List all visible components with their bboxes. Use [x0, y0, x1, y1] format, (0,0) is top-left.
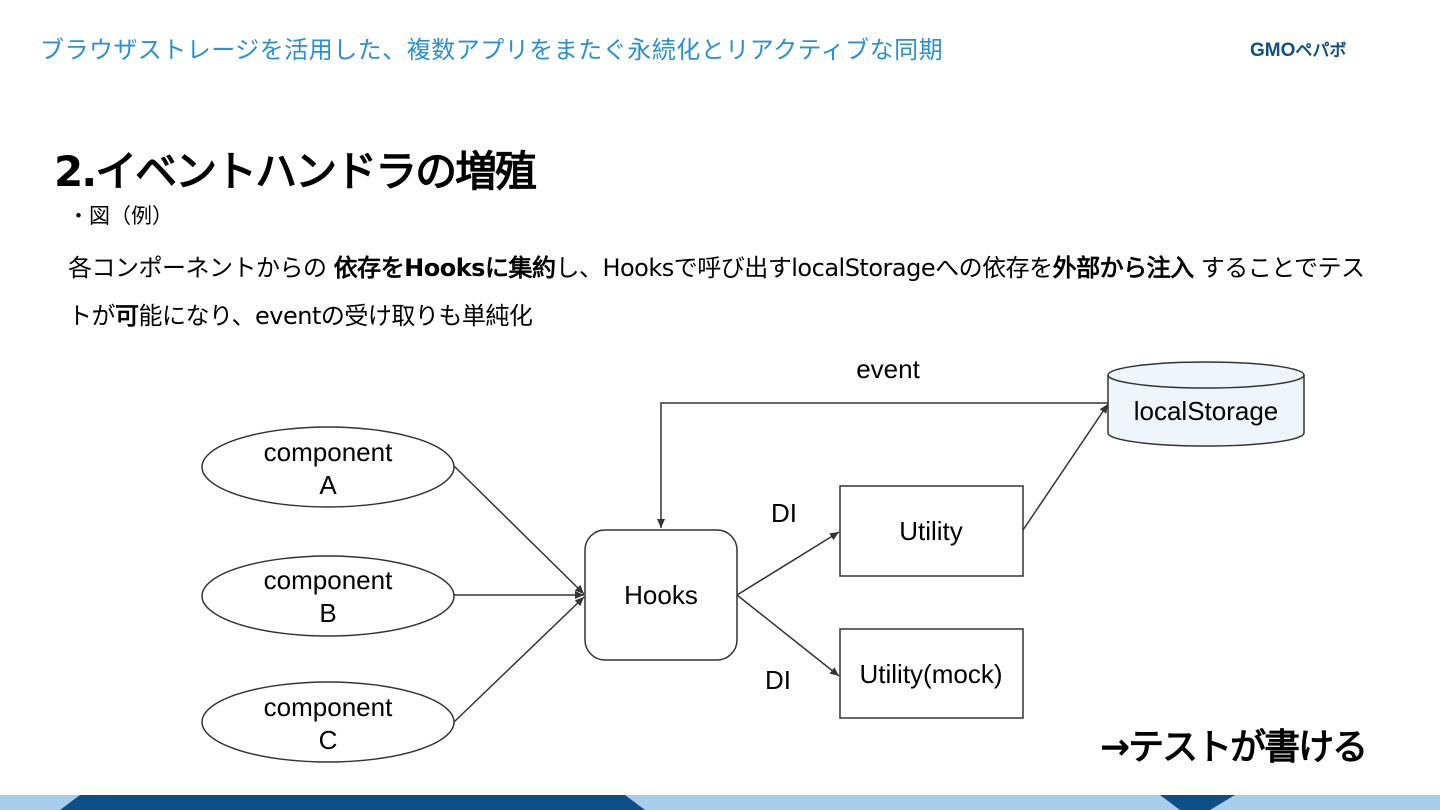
- para-bold-2: 外部から注入: [1052, 254, 1195, 282]
- para-bold-3: 可: [115, 302, 139, 330]
- edges: [453, 402, 1109, 723]
- component-a-label-line1: component: [264, 437, 393, 467]
- para-bold-1: 依存をHooksに集約: [333, 254, 556, 282]
- component-c-label-line2: C: [319, 725, 338, 755]
- header-title: ブラウザストレージを活用した、複数アプリをまたぐ永続化とリアクティブな同期: [40, 36, 944, 64]
- logo-kana: ペパボ: [1295, 41, 1347, 60]
- edge-hooks-to-utility-mock: [736, 594, 840, 677]
- component-a-label-line2: A: [319, 470, 337, 500]
- node-utility-mock: Utility(mock): [839, 628, 1024, 719]
- utility-mock-label: Utility(mock): [860, 659, 1003, 689]
- event-label: event: [856, 354, 920, 384]
- utility-label: Utility: [899, 516, 963, 546]
- localstorage-label: localStorage: [1134, 396, 1279, 426]
- node-component-b: component B: [201, 555, 455, 637]
- node-utility: Utility: [839, 485, 1024, 577]
- logo-text: GMO: [1250, 40, 1296, 61]
- para-text-3: することでテストが: [68, 254, 1365, 330]
- node-hooks: Hooks: [584, 529, 738, 661]
- edge-utility-to-localstorage: [1022, 403, 1109, 531]
- para-text-4: 能になり、eventの受け取りも単純化: [138, 302, 533, 330]
- di-label-utility-mock: DI: [765, 665, 791, 695]
- footer-band: [0, 795, 1440, 810]
- component-c-label-line1: component: [264, 692, 393, 722]
- conclusion-text: →テストが書ける: [1100, 727, 1368, 768]
- edge-localstorage-event-to-hooks: [657, 402, 1108, 528]
- para-text-1: 各コンポーネントからの: [68, 254, 334, 282]
- para-text-2: し、Hooksで呼び出すlocalStorageへの依存を: [555, 254, 1053, 282]
- edge-hooks-to-utility: [736, 531, 840, 596]
- node-component-a: component A: [201, 426, 455, 508]
- node-localstorage: localStorage: [1107, 361, 1305, 447]
- di-label-utility: DI: [771, 498, 797, 528]
- hooks-label: Hooks: [624, 580, 698, 610]
- description-paragraph: 各コンポーネントからの 依存をHooksに集約し、Hooksで呼び出すlocal…: [68, 244, 1368, 340]
- component-b-label-line1: component: [264, 565, 393, 595]
- component-b-label-line2: B: [319, 598, 336, 628]
- slide-title: 2.イベントハンドラの増殖: [54, 147, 537, 196]
- node-component-c: component C: [201, 681, 455, 763]
- company-logo: GMOペパボ: [1250, 36, 1346, 62]
- figure-bullet: ・図（例）: [68, 204, 173, 228]
- edge-component-a-to-hooks: [453, 465, 585, 595]
- edge-component-c-to-hooks: [453, 596, 585, 723]
